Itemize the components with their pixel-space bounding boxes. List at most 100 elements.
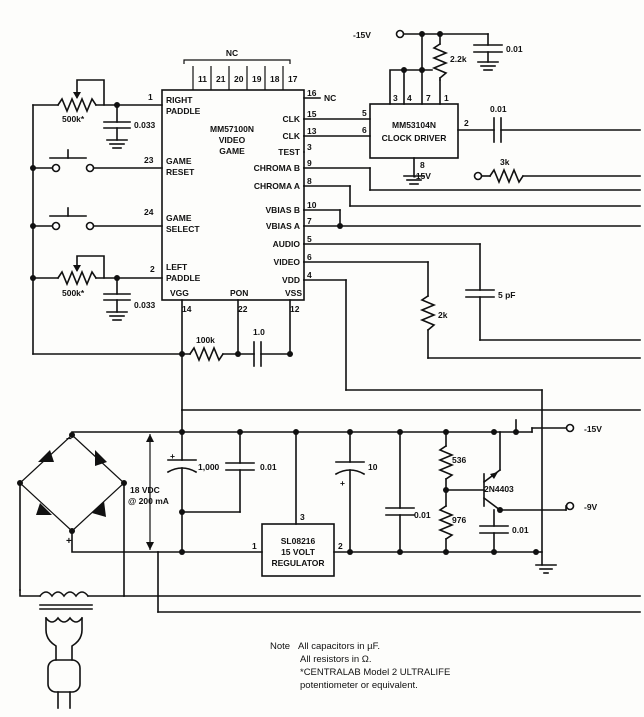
ic-main-top-pin: 11 <box>198 74 207 84</box>
ic-main-left-pin: 2 <box>150 264 155 274</box>
r-976-label: 976 <box>452 515 466 525</box>
ic-main-left-label: LEFT <box>166 262 188 272</box>
c-001b-label: 0.01 <box>414 510 431 520</box>
ic-main-top-pin: 21 <box>216 74 226 84</box>
ic-regulator <box>261 523 335 577</box>
left-pot-label: 500k* <box>62 288 85 298</box>
r-2-2k <box>431 42 449 80</box>
r-100k-label: 100k <box>196 335 215 345</box>
ic-main-right-pin: 16 <box>307 88 317 98</box>
ic-main-bottom-label: VGG <box>170 288 189 298</box>
power-plug <box>47 659 81 693</box>
ic-main-right-pin: 13 <box>307 126 317 136</box>
r-3k-label: 3k <box>500 157 510 167</box>
c-top-label: 0.01 <box>506 44 523 54</box>
transformer-plug <box>19 589 125 709</box>
supply-plus: + <box>66 536 72 547</box>
r-2k <box>419 294 437 332</box>
reg-pin-in: 1 <box>252 541 257 551</box>
ic-main-right-label: VDD <box>282 275 300 285</box>
r-3k <box>488 167 525 185</box>
ic-main-left-label: PADDLE <box>166 106 201 116</box>
rail-out-15: -15V <box>584 424 602 434</box>
ic-main-func2: GAME <box>219 146 245 156</box>
clock-pin-gnd: 8 <box>420 160 425 170</box>
reg-pin-adj: 3 <box>300 512 305 522</box>
note-line4: potentiometer or equivalent. <box>300 680 418 691</box>
ic-main-left-pin: 23 <box>144 155 154 165</box>
ic-main-part: MM57100N <box>210 124 254 134</box>
ic-main-bottom-pin: 14 <box>182 304 192 314</box>
ic-main-right-label: TEST <box>278 147 301 157</box>
ic-main-left-label: GAME <box>166 156 192 166</box>
note-line2: All resistors in Ω. <box>300 654 372 665</box>
ic-mm57100n: MM57100N VIDEO GAME NC 11 21 20 19 18 17… <box>144 48 336 314</box>
supply-v1: 18 VDC <box>130 485 160 495</box>
note-line1: All capacitors in µF. <box>298 641 381 652</box>
transistor-label: 2N4403 <box>484 484 514 494</box>
r-100k <box>188 345 225 363</box>
ic-main-right-label: CLK <box>283 131 301 141</box>
ic-main-right-label: VIDEO <box>274 257 301 267</box>
ic-main-left-label: RIGHT <box>166 95 193 105</box>
c-1000-label: 1,000 <box>198 462 220 472</box>
ic-main-right-label: VBIAS A <box>266 221 300 231</box>
clock-pin: 1 <box>444 93 449 103</box>
ic-main-bottom-label: VSS <box>285 288 302 298</box>
clock-pin: 3 <box>393 93 398 103</box>
ic-main-right-label: CHROMA A <box>254 181 300 191</box>
rail-out-9: -9V <box>584 502 598 512</box>
ic-main-right-pin: 7 <box>307 216 312 226</box>
clock-pin: 4 <box>407 93 412 103</box>
reg-part: SL08216 <box>281 536 316 546</box>
left-paddle-pot <box>56 269 98 287</box>
ic-main-right-pin: 4 <box>307 270 312 280</box>
ic-main-func1: VIDEO <box>219 135 246 145</box>
power-supply: − + -15V 18 VDC @ 200 mA + 1,000 0.01 <box>17 409 641 613</box>
reg-pin-out: 2 <box>338 541 343 551</box>
ic-main-top-pin: 17 <box>288 74 298 84</box>
left-controls: 500k* 0.033 500k* 0.033 <box>30 79 163 355</box>
ic-main-top-pin: 19 <box>252 74 262 84</box>
c-10-plus: + <box>340 478 345 488</box>
ic-main-right-pin: 6 <box>307 252 312 262</box>
ic-main-bottom-label: PON <box>230 288 248 298</box>
ic-main-bottom-pin: 12 <box>290 304 300 314</box>
ic-main-top-pin: 18 <box>270 74 280 84</box>
ic-mm53104n: MM53104N CLOCK DRIVER 3 4 7 1 -15V 2.2k … <box>303 29 641 185</box>
ic-main-right-pin: 5 <box>307 234 312 244</box>
c-10-label: 10 <box>368 462 378 472</box>
ic-main-right-label: VBIAS B <box>266 205 300 215</box>
ic-main-left-pin: 1 <box>148 92 153 102</box>
ic-main-right-pin: 3 <box>307 142 312 152</box>
c-clk-label: 0.01 <box>490 104 507 114</box>
c-001a-label: 0.01 <box>260 462 277 472</box>
r-2k-label: 2k <box>438 310 448 320</box>
right-paddle-pot <box>56 96 98 114</box>
ic-main-right-pin: 9 <box>307 158 312 168</box>
left-cap-label: 0.033 <box>134 300 156 310</box>
ic-main-nc-top: NC <box>226 48 238 58</box>
r-2-2k-label: 2.2k <box>450 54 467 64</box>
reg-l2: REGULATOR <box>271 558 324 568</box>
c-001c-label: 0.01 <box>512 525 529 535</box>
clock-func: CLOCK DRIVER <box>382 133 447 143</box>
supply-v2: @ 200 mA <box>128 496 169 506</box>
ic-main-left-label: PADDLE <box>166 273 201 283</box>
ic-main-right-pin: 8 <box>307 176 312 186</box>
clock-pin-in2: 6 <box>362 125 367 135</box>
r-976 <box>437 504 455 541</box>
r-536-label: 536 <box>452 455 466 465</box>
c-5pf-label: 5 pF <box>498 290 515 300</box>
note-line3: *CENTRALAB Model 2 ULTRALIFE <box>300 667 451 678</box>
ic-bottom-network: 100k 1.0 <box>32 299 293 433</box>
reg-l1: 15 VOLT <box>281 547 316 557</box>
note-label: Note <box>270 641 291 652</box>
rail-top-clock: -15V <box>353 30 371 40</box>
ic-main-right-pin: 10 <box>307 200 317 210</box>
right-pot-label: 500k* <box>62 114 85 124</box>
ic-main-left-label: SELECT <box>166 224 200 234</box>
ic-main-left-label: RESET <box>166 167 195 177</box>
ic-main-left-label: GAME <box>166 213 192 223</box>
